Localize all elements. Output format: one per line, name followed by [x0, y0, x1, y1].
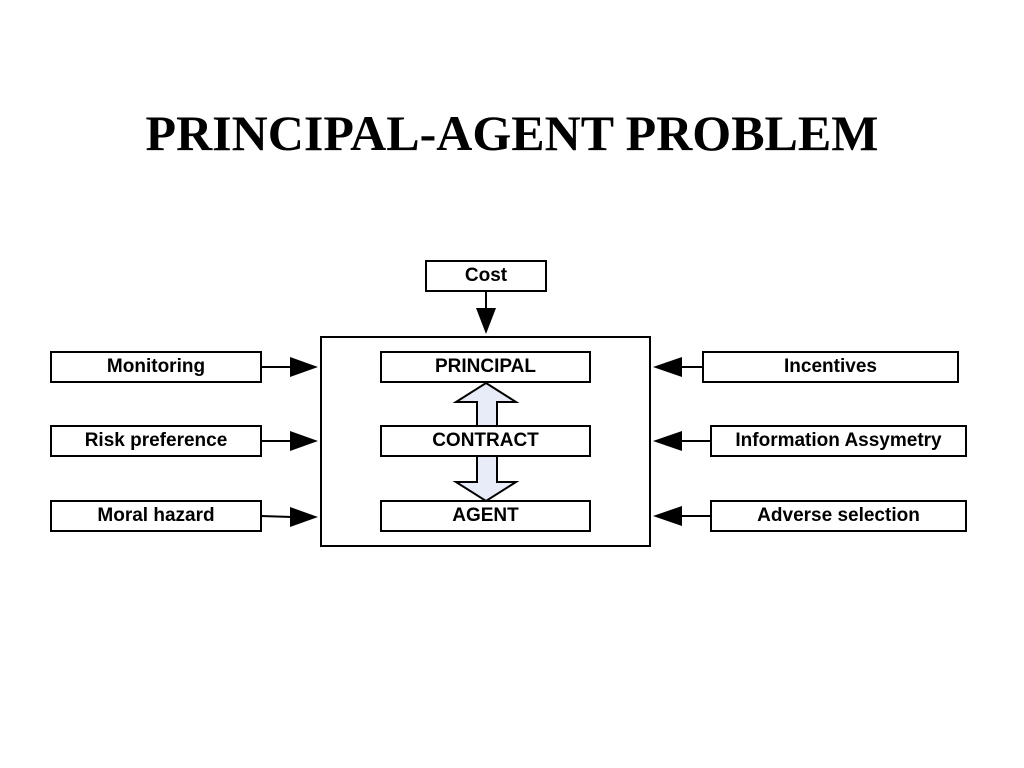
- contract-label: CONTRACT: [432, 430, 539, 451]
- moral-hazard-box: Moral hazard: [50, 500, 262, 532]
- principal-agent-double-arrow-lower: [452, 455, 520, 503]
- principal-box: PRINCIPAL: [380, 351, 591, 383]
- cost-box: Cost: [425, 260, 547, 292]
- agent-box: AGENT: [380, 500, 591, 532]
- information-asymmetry-arrow-head: [653, 431, 682, 451]
- contract-box: CONTRACT: [380, 425, 591, 457]
- monitoring-box: Monitoring: [50, 351, 262, 383]
- information-asymmetry-box: Information Assymetry: [710, 425, 967, 457]
- adverse-selection-box: Adverse selection: [710, 500, 967, 532]
- risk-preference-label: Risk preference: [84, 430, 228, 451]
- adverse-selection-arrow-head: [653, 506, 682, 526]
- incentives-box: Incentives: [702, 351, 959, 383]
- principal-label: PRINCIPAL: [435, 356, 536, 377]
- moral-hazard-arrow-head: [290, 507, 318, 527]
- incentives-label: Incentives: [784, 356, 877, 377]
- adverse-selection-label: Adverse selection: [757, 505, 920, 526]
- principal-agent-double-arrow: [452, 381, 520, 428]
- page-title: PRINCIPAL-AGENT PROBLEM: [145, 105, 879, 161]
- agent-label: AGENT: [452, 505, 519, 526]
- monitoring-label: Monitoring: [106, 356, 206, 377]
- monitoring-arrow-head: [290, 357, 318, 377]
- risk-preference-arrow-head: [290, 431, 318, 451]
- risk-preference-box: Risk preference: [50, 425, 262, 457]
- moral-hazard-arrow-line: [260, 515, 293, 518]
- information-asymmetry-label: Information Assymetry: [735, 430, 942, 451]
- incentives-arrow-head: [653, 357, 682, 377]
- cost-label: Cost: [464, 265, 508, 286]
- cost-arrow-head: [476, 308, 496, 334]
- moral-hazard-label: Moral hazard: [97, 505, 215, 526]
